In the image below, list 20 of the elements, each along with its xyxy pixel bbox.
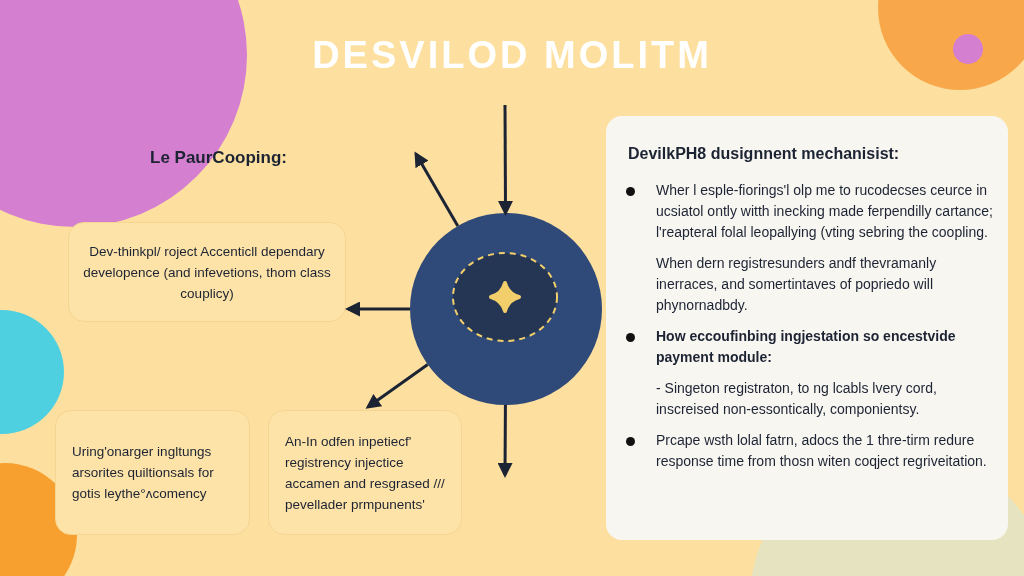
panel-heading: DevilkPH8 dusignnent mechanisist: — [628, 144, 901, 164]
arrow — [345, 301, 410, 317]
title: DESVILOD MOLITM — [311, 36, 713, 74]
card-text: Dev-thinkpl/ roject Accenticll dependary developence (and infevetions, thom class couplicy) — [82, 242, 332, 303]
bullet-text: Prcape wsth lolal fatrn, adocs the 1 thre-tirm redure response time from thosn witen coqject regriveitation. — [656, 431, 988, 471]
bullet-text: Wher l esple-fiorings'l olp me to rucodecses ceurce in ucsiatol ontly witth inecking made ferpendilly cartance; l'reapteral folal leopallying (vting sebring the coopling. — [656, 181, 994, 242]
info-panel — [606, 116, 1008, 540]
arrow — [414, 151, 460, 227]
card-text: An-In odfen inpetiecf' registrency injectice accamen and resgrased /// pevellader prmpunents' — [285, 432, 445, 514]
card-text: Uring'onarger ingltungs arsorites quiltionsals for gotis leythe°ʌcomency — [72, 443, 215, 503]
arrow — [497, 405, 513, 478]
text-card — [68, 222, 346, 322]
arrow — [497, 105, 513, 216]
arrow — [365, 363, 429, 409]
bullet-text: When dern registresunders andf thevramanly inerraces, and somertintaves of popriedo will phynornadbdy. — [656, 254, 938, 315]
text-card — [55, 410, 250, 535]
text-card — [268, 410, 462, 535]
bullet-text: How eccoufinbing ingjestation so encestvide payment module: — [656, 327, 957, 367]
bullet-text: - Singeton registraton, to ng lcabls lvery cord, inscreised non-essontically, componientsy. — [656, 379, 938, 419]
section-heading: Le PaurCooping: — [150, 147, 288, 169]
